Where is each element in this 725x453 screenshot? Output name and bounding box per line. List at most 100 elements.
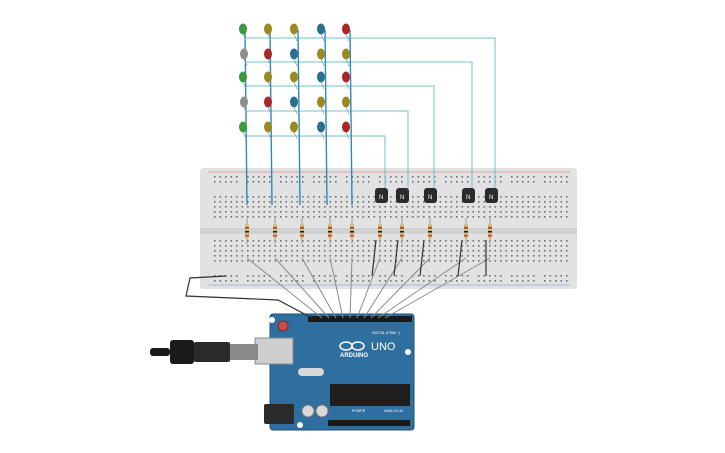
breadboard-hole — [252, 211, 255, 213]
breadboard-hole — [522, 275, 524, 277]
breadboard-hole — [247, 216, 249, 218]
breadboard-hole — [214, 275, 216, 277]
breadboard-hole — [450, 196, 453, 198]
breadboard-hole — [527, 250, 530, 252]
breadboard-hole — [296, 196, 299, 198]
led-leg — [320, 81, 325, 90]
breadboard-hole — [395, 176, 398, 178]
breadboard-hole — [406, 255, 409, 257]
breadboard-hole — [269, 245, 271, 247]
breadboard-hole — [434, 216, 436, 218]
breadboard-hole — [357, 196, 359, 198]
breadboard-hole — [527, 255, 530, 257]
breadboard-hole — [478, 206, 480, 208]
breadboard-hole — [219, 245, 222, 247]
breadboard-hole — [335, 260, 337, 262]
breadboard-hole — [516, 240, 519, 242]
breadboard-hole — [274, 201, 277, 203]
breadboard-hole — [522, 176, 524, 178]
breadboard-hole — [478, 250, 480, 252]
breadboard-hole — [296, 176, 299, 178]
breadboard-hole — [230, 250, 233, 252]
led-leg — [293, 81, 298, 90]
resistor — [273, 218, 277, 244]
breadboard-hole — [390, 206, 392, 208]
breadboard-hole — [494, 250, 497, 252]
breadboard-hole — [324, 255, 326, 257]
breadboard-hole — [395, 211, 398, 213]
led — [317, 96, 325, 108]
breadboard-hole — [395, 181, 398, 183]
resistor — [428, 218, 432, 244]
signal-wire — [356, 257, 381, 319]
breadboard-hole — [230, 240, 233, 242]
breadboard-hole — [357, 206, 359, 208]
breadboard-hole — [230, 255, 233, 257]
ground-wire — [185, 275, 313, 319]
breadboard-hole — [483, 181, 486, 183]
breadboard-hole — [324, 275, 326, 277]
breadboard-hole — [494, 211, 497, 213]
breadboard-hole — [478, 240, 480, 242]
breadboard-hole — [247, 181, 249, 183]
breadboard-hole — [522, 181, 524, 183]
breadboard-hole — [351, 216, 354, 218]
breadboard-hole — [335, 275, 337, 277]
led-leg — [243, 58, 248, 67]
breadboard-hole — [247, 196, 249, 198]
breadboard-hole — [351, 275, 354, 277]
breadboard-hole — [489, 245, 491, 247]
breadboard-hole — [225, 240, 227, 242]
breadboard-hole — [434, 211, 436, 213]
breadboard-hole — [461, 176, 464, 178]
breadboard-hole — [516, 176, 519, 178]
breadboard-hole — [566, 206, 568, 208]
breadboard-hole — [313, 280, 315, 282]
breadboard-hole — [225, 201, 227, 203]
breadboard-hole — [395, 201, 398, 203]
breadboard-hole — [346, 206, 348, 208]
breadboard-hole — [428, 255, 431, 257]
breadboard-hole — [555, 216, 557, 218]
breadboard-hole — [417, 240, 420, 242]
breadboard-hole — [324, 245, 326, 247]
breadboard-hole — [544, 260, 546, 262]
breadboard-hole — [329, 201, 332, 203]
breadboard-hole — [516, 216, 519, 218]
breadboard-hole — [500, 245, 502, 247]
breadboard-hole — [456, 280, 458, 282]
breadboard-hole — [461, 181, 464, 183]
breadboard-hole — [225, 211, 227, 213]
breadboard-hole — [263, 206, 266, 208]
led — [342, 71, 350, 83]
breadboard-hole — [324, 240, 326, 242]
breadboard-hole — [417, 176, 420, 178]
breadboard-hole — [489, 260, 491, 262]
signal-wire — [301, 257, 337, 319]
breadboard-hole — [318, 245, 321, 247]
breadboard-hole — [555, 181, 557, 183]
breadboard-hole — [434, 280, 436, 282]
breadboard-hole — [390, 260, 392, 262]
breadboard-hole — [494, 255, 497, 257]
breadboard-hole — [406, 240, 409, 242]
breadboard-hole — [467, 280, 469, 282]
breadboard-hole — [401, 280, 403, 282]
breadboard-hole — [412, 181, 414, 183]
led — [290, 23, 298, 35]
breadboard-hole — [307, 211, 310, 213]
breadboard-hole — [566, 250, 568, 252]
breadboard-hole — [406, 206, 409, 208]
breadboard-hole — [329, 206, 332, 208]
breadboard-hole — [263, 255, 266, 257]
signal-wire — [363, 257, 403, 319]
crystal-oscillator — [298, 368, 324, 376]
breadboard-hole — [335, 206, 337, 208]
breadboard-hole — [379, 211, 381, 213]
breadboard-hole — [566, 176, 568, 178]
breadboard-hole — [516, 206, 519, 208]
breadboard-hole — [472, 255, 475, 257]
signal-wire — [274, 257, 330, 319]
breadboard-hole — [439, 196, 442, 198]
